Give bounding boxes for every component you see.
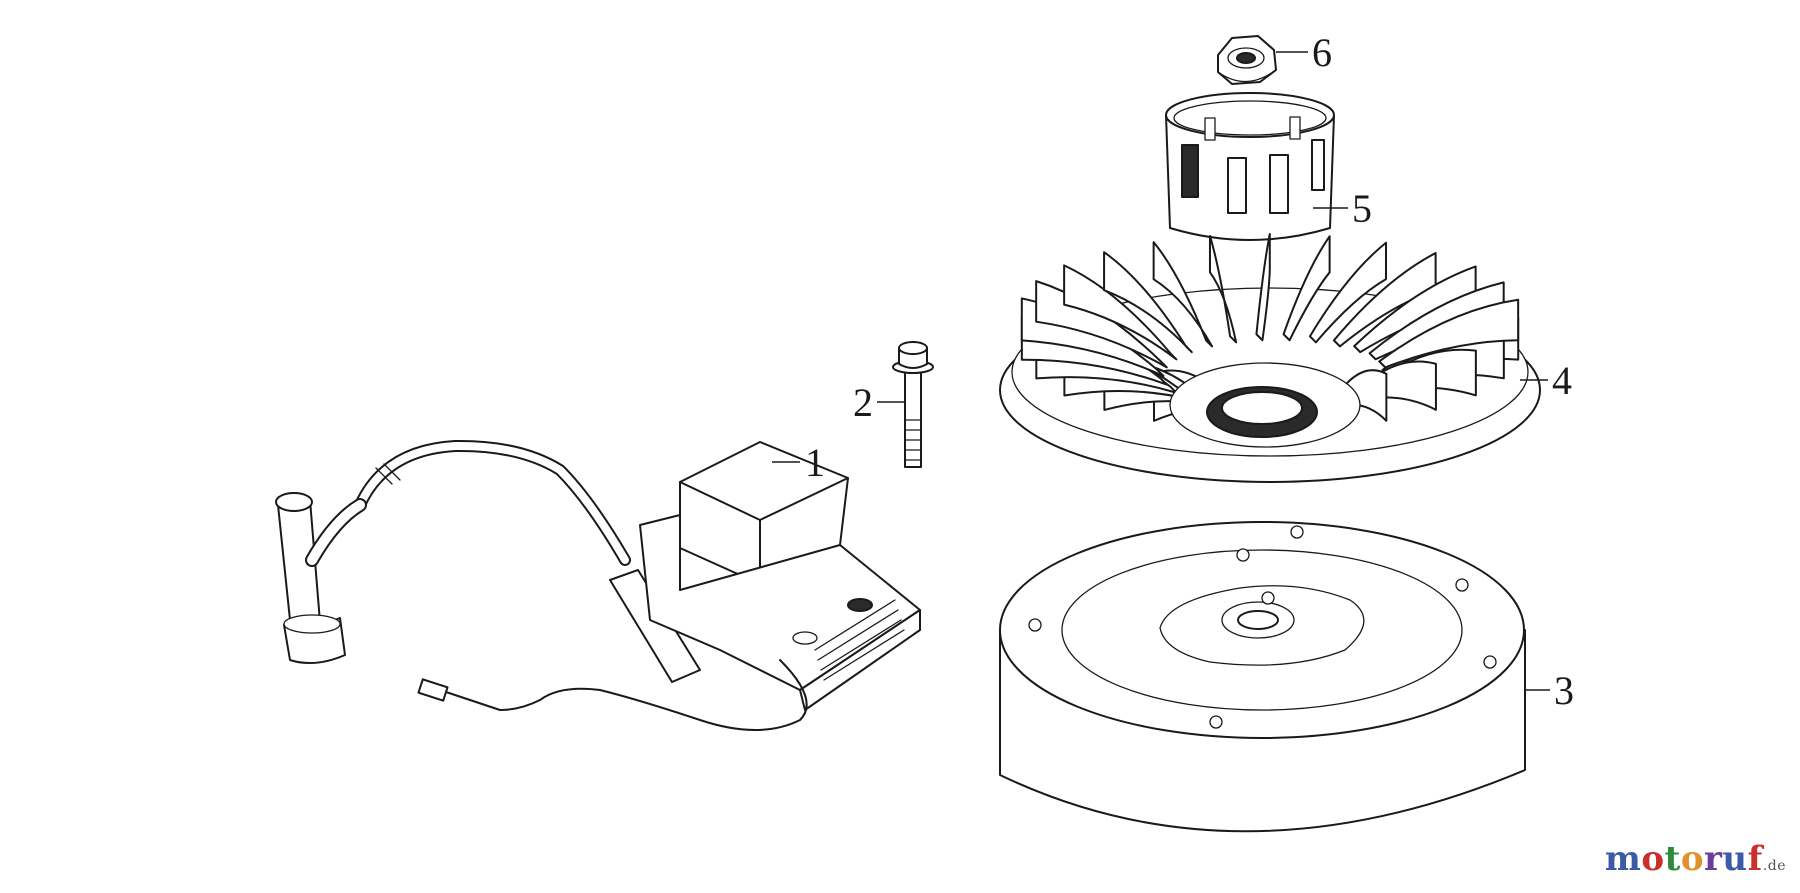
- watermark-letter: m: [1604, 839, 1642, 879]
- watermark-letter: f: [1747, 839, 1763, 879]
- part-3-flywheel: [999, 521, 1526, 833]
- callouts: 1 2 3 4 5 6: [805, 30, 1574, 713]
- part-5-starter-cup: [1165, 92, 1335, 241]
- leader-lines: [772, 51, 1550, 691]
- fan-blade: [1282, 235, 1331, 342]
- part-2-bolt: [892, 341, 934, 468]
- callout-5: 5: [1352, 186, 1372, 231]
- callout-4: 4: [1552, 358, 1572, 403]
- watermark-tld: .de: [1762, 858, 1786, 874]
- fan-blade: [1353, 265, 1477, 354]
- fan-blade: [1208, 234, 1238, 344]
- callout-1: 1: [805, 440, 825, 485]
- fan-blade: [1332, 252, 1437, 348]
- fan-blade: [1152, 241, 1214, 348]
- callout-6: 6: [1312, 30, 1332, 75]
- watermark-letter: u: [1722, 839, 1748, 879]
- fan-blade: [1308, 241, 1387, 344]
- watermark-letter: t: [1664, 839, 1681, 879]
- part-6-nut: [1217, 35, 1277, 85]
- watermark-letter: o: [1641, 839, 1665, 879]
- fan-blade: [1063, 264, 1178, 361]
- watermark-letter: o: [1680, 839, 1704, 879]
- callout-3: 3: [1554, 668, 1574, 713]
- fan-blade: [1378, 298, 1520, 369]
- fan-blade: [1103, 251, 1193, 354]
- watermark-letter: r: [1704, 839, 1723, 879]
- part-1-ignition-coil: [275, 439, 921, 731]
- fan-blade: [1255, 232, 1271, 342]
- watermark-logo: motoruf.de: [1605, 839, 1786, 879]
- part-4-fan: [999, 232, 1541, 483]
- callout-2: 2: [853, 380, 873, 425]
